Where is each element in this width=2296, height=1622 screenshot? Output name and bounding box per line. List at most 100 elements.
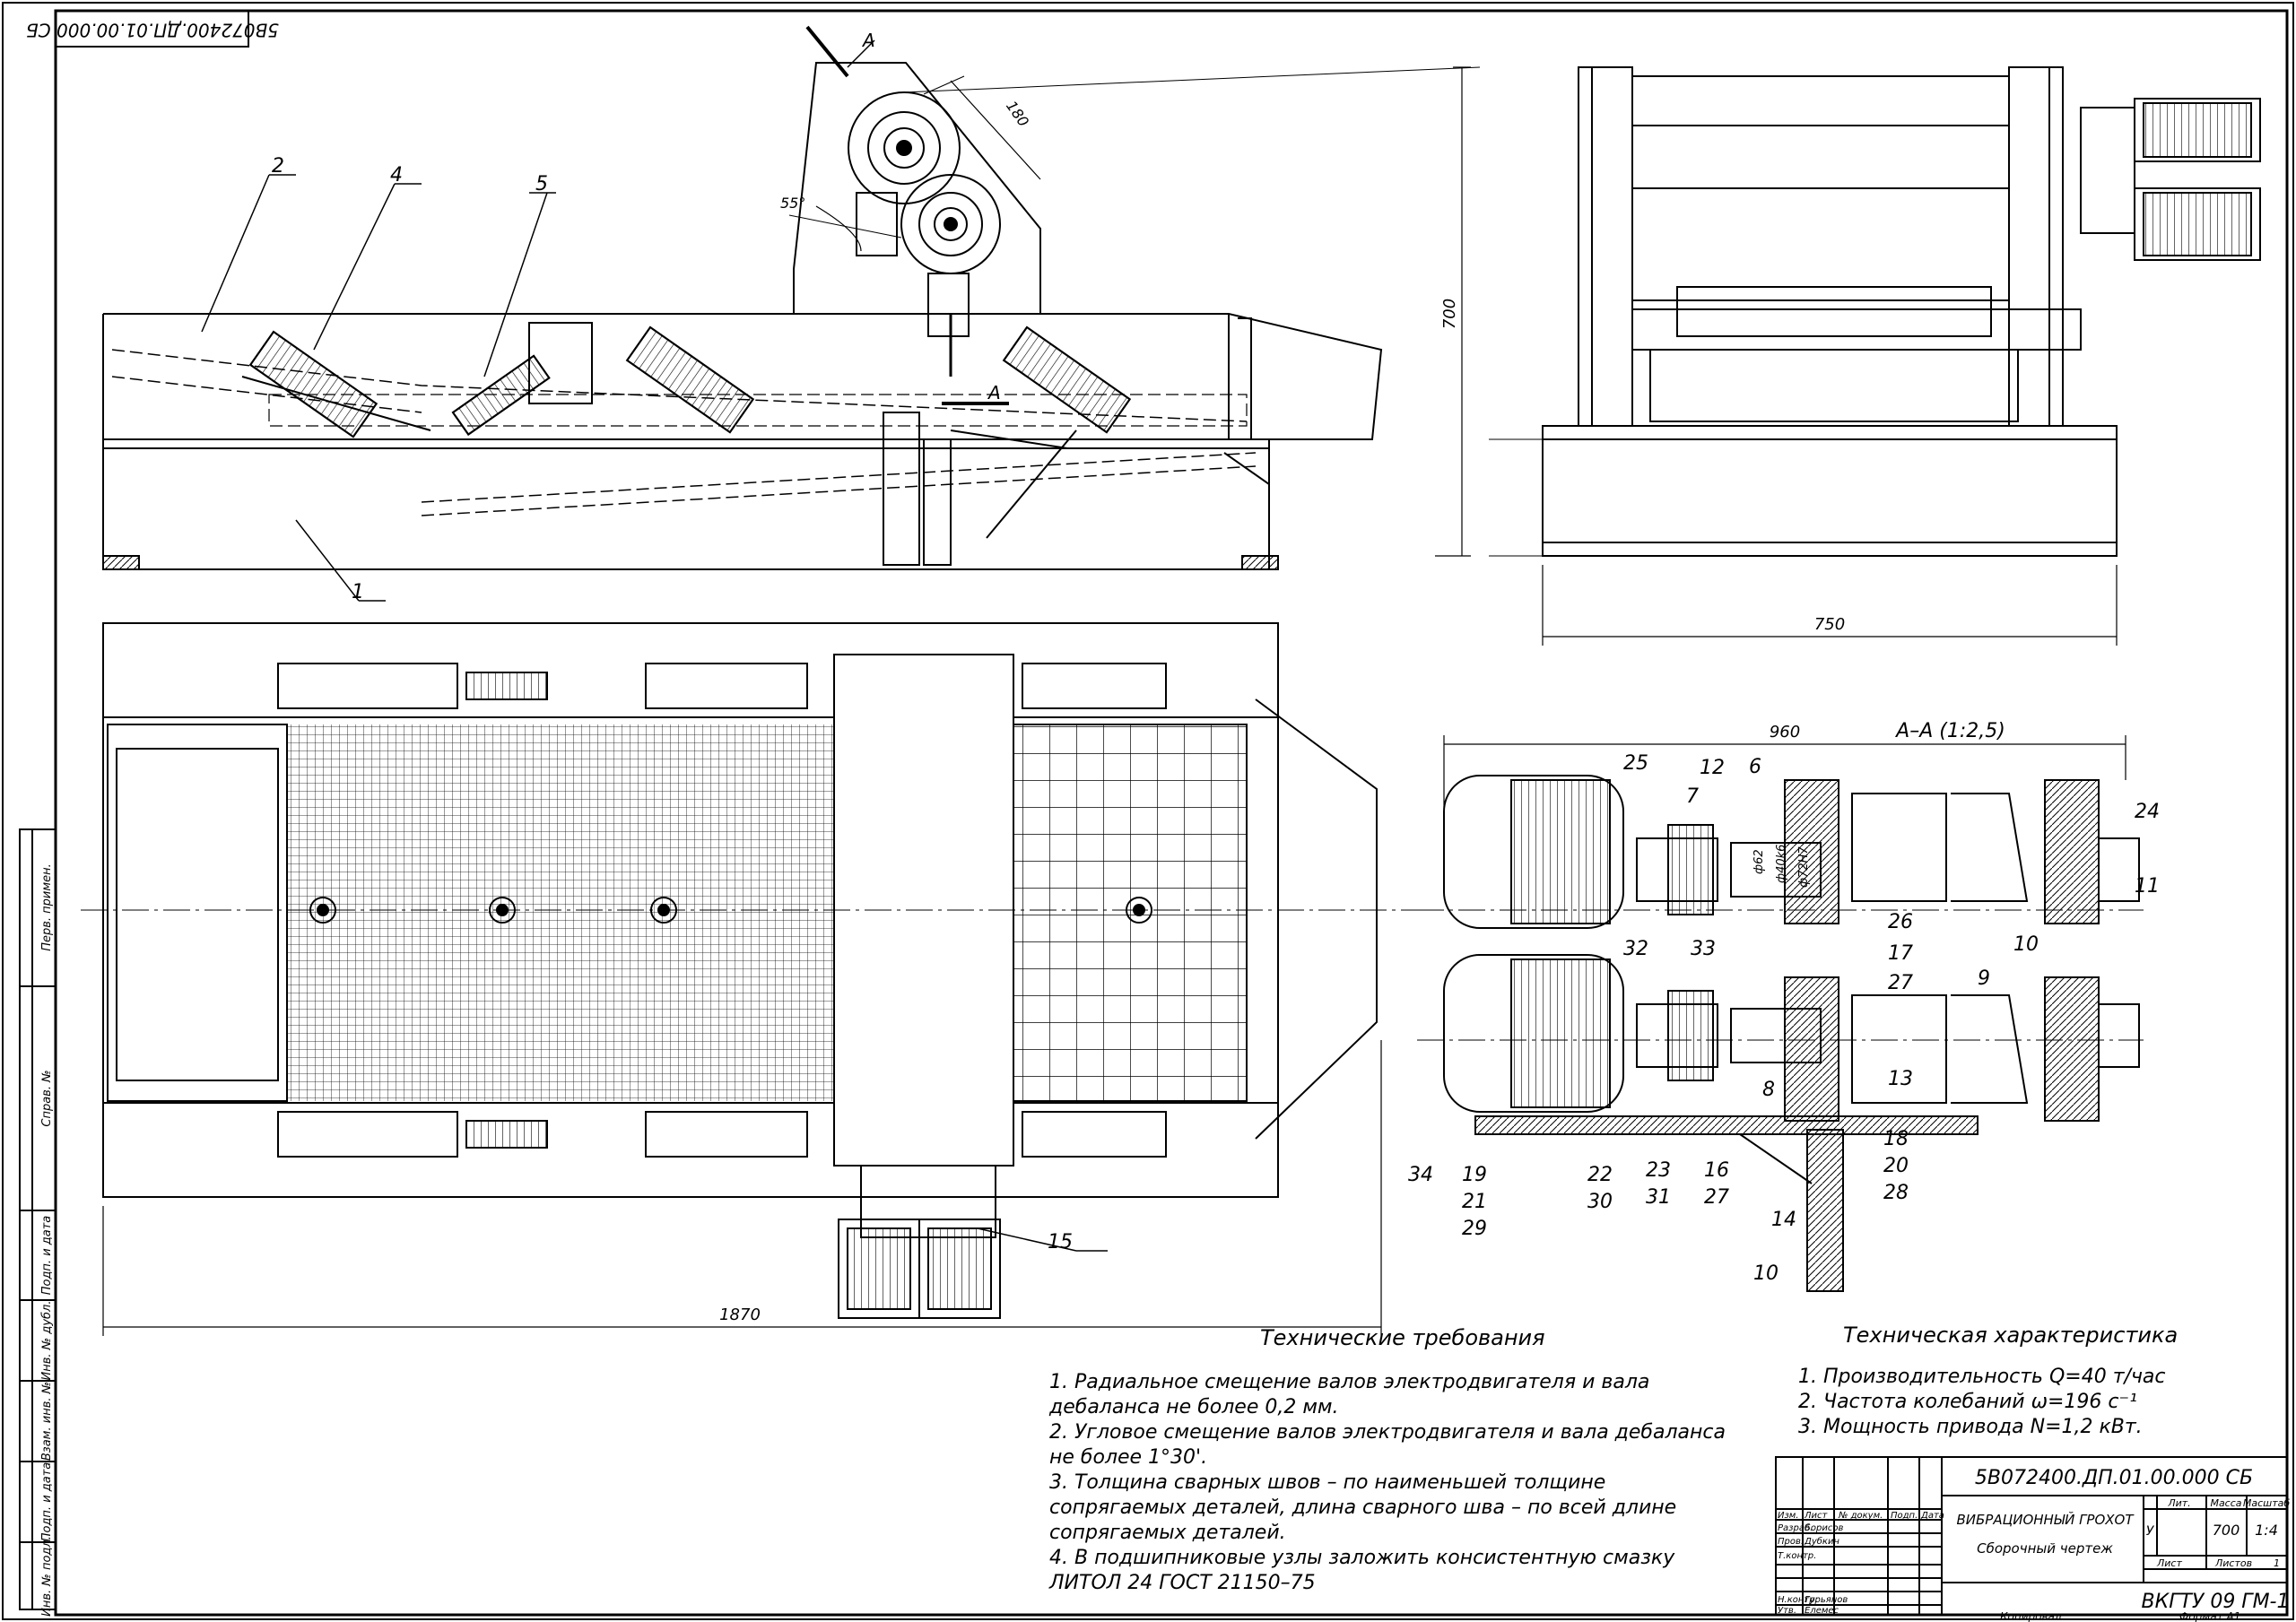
strip-label-4: Инв. № дубл. [40, 1301, 54, 1381]
callout-16: 16 [1704, 1159, 1729, 1182]
callout-4: 4 [390, 164, 403, 186]
callout-5: 5 [535, 173, 548, 195]
callout-21: 21 [1462, 1191, 1487, 1213]
characteristics-title: Техническая характеристика [1843, 1323, 2179, 1348]
characteristic-item: 1. Производительность Q=40 т/час [1798, 1366, 2166, 1388]
tb-name-5: Гурьянов [1805, 1595, 1848, 1605]
tb-role-5: Н.контр. [1778, 1595, 1818, 1605]
tb-lit-label: Лит. [2167, 1497, 2190, 1509]
callout-32: 32 [1623, 938, 1648, 960]
callout-30: 30 [1587, 1191, 1613, 1213]
dim-62: ф62 [1752, 849, 1766, 874]
strip-label-1: Перв. примен. [40, 863, 54, 951]
callout-31: 31 [1646, 1186, 1671, 1209]
front-view [102, 25, 1481, 570]
requirement-item: 1. Радиальное смещение валов электродвиг… [1049, 1371, 1650, 1418]
dim-700: 700 [1440, 299, 1459, 329]
callout-23: 23 [1646, 1159, 1671, 1182]
side-view [1489, 66, 2261, 646]
callout-22: 22 [1587, 1164, 1613, 1186]
dim-180: 180 [1003, 98, 1032, 130]
requirements-list: 1. Радиальное смещение валов электродвиг… [1049, 1370, 1731, 1596]
requirement-item: 2. Угловое смещение валов электродвигате… [1049, 1421, 1726, 1469]
dim-960: 960 [1770, 723, 1800, 742]
tb-sheet-label: Лист [2156, 1557, 2182, 1569]
callout-1: 1 [352, 581, 364, 603]
requirement-item: 3. Толщина сварных швов – по наименьшей … [1049, 1471, 1677, 1544]
rotated-stamp: 5В072400.ДП.01.00.000 СБ [26, 10, 279, 48]
callout-28: 28 [1883, 1182, 1909, 1204]
dim-55: 55° [780, 195, 805, 212]
requirement-item: 4. В подшипниковые узлы заложить консист… [1049, 1547, 1675, 1594]
tb-role-3: Т.контр. [1778, 1551, 1816, 1561]
title-block [1775, 1456, 2288, 1616]
strip-label-3: Подп. и дата [40, 1216, 54, 1296]
callout-19: 19 [1462, 1164, 1487, 1186]
callout-18: 18 [1883, 1128, 1909, 1150]
callout-7: 7 [1686, 785, 1699, 808]
callout-34: 34 [1408, 1164, 1433, 1186]
tb-name-2: Дубкин [1804, 1536, 1839, 1547]
callout-2: 2 [272, 155, 284, 178]
tb-lit-value: У [2146, 1524, 2155, 1539]
callout-10a: 10 [2013, 933, 2039, 956]
section-title: А–А (1:2,5) [1894, 720, 2005, 742]
callout-13: 13 [1888, 1068, 1913, 1090]
tb-role-1: Разраб. [1778, 1522, 1813, 1533]
callout-27b: 27 [1704, 1186, 1729, 1209]
callout-26: 26 [1888, 911, 1913, 933]
tb-mass-label: Масса [2210, 1497, 2241, 1509]
callout-27a: 27 [1888, 972, 1913, 994]
callout-15: 15 [1048, 1231, 1073, 1253]
strip-label-5: Взам. инв. № [40, 1382, 54, 1461]
callout-33: 33 [1691, 938, 1716, 960]
tb-doc-type: Сборочный чертеж [1977, 1540, 2113, 1557]
characteristics-list: 1. Производительность Q=40 т/час 2. Част… [1798, 1365, 2166, 1440]
callout-6: 6 [1749, 756, 1761, 778]
tb-col-1: Изм. [1778, 1511, 1799, 1521]
rotated-stamp-text: 5В072400.ДП.01.00.000 СБ [26, 20, 279, 41]
plan-view [81, 622, 1417, 1336]
callout-8: 8 [1762, 1079, 1775, 1101]
tb-scale-value: 1:4 [2255, 1522, 2278, 1539]
tb-mass-value: 700 [2213, 1522, 2240, 1539]
copied-label: Копировал [2000, 1610, 2062, 1622]
strip-label-6: Подп. и дата [40, 1462, 54, 1542]
requirements-title: Технические требования [1260, 1325, 1545, 1350]
callout-11: 11 [2135, 875, 2160, 898]
section-view [1417, 735, 2144, 1292]
tb-doc-code: 5В072400.ДП.01.00.000 СБ [1975, 1467, 2253, 1489]
tb-role-2: Пров. [1778, 1537, 1804, 1547]
strip-label-2: Справ. № [40, 1070, 54, 1126]
tb-role-6: Утв. [1778, 1606, 1796, 1616]
left-strip [19, 828, 57, 1610]
tb-sheets-value: 1 [2274, 1557, 2280, 1569]
callout-20: 20 [1883, 1155, 1909, 1177]
callout-29: 29 [1462, 1218, 1487, 1240]
dim-72h7: ф72H7 [1797, 846, 1811, 888]
tb-name-1: Борисов [1805, 1523, 1843, 1533]
strip-label-7: Инв. № подл. [40, 1536, 54, 1617]
dim-40k6: ф40k6 [1775, 845, 1788, 883]
section-marker-bottom: А [987, 382, 1001, 403]
tb-name-6: Елемес [1805, 1606, 1839, 1616]
tb-sheets-label: Листов [2214, 1557, 2252, 1569]
tb-org: ВКГТУ 09 ГМ-1 [2142, 1591, 2290, 1613]
format-label: Формат А1 [2179, 1610, 2240, 1622]
callout-12: 12 [1700, 757, 1725, 779]
callout-9: 9 [1978, 967, 1990, 990]
dim-750: 750 [1814, 615, 1845, 634]
tb-col-5: Дата [1920, 1511, 1944, 1521]
callout-25: 25 [1623, 752, 1648, 775]
callout-17: 17 [1888, 942, 1913, 965]
tb-col-3: № докум. [1838, 1511, 1883, 1521]
characteristic-item: 2. Частота колебаний ω=196 с⁻¹ [1798, 1391, 2137, 1413]
characteristic-item: 3. Мощность привода N=1,2 кВт. [1798, 1416, 2143, 1438]
tb-col-4: Подп. [1891, 1511, 1918, 1521]
tb-col-2: Лист [1804, 1511, 1829, 1521]
tb-name: ВИБРАЦИОННЫЙ ГРОХОТ [1956, 1511, 2135, 1528]
tb-scale-label: Масштаб [2243, 1497, 2290, 1509]
dim-1870: 1870 [719, 1305, 761, 1324]
callout-24: 24 [2135, 801, 2160, 823]
